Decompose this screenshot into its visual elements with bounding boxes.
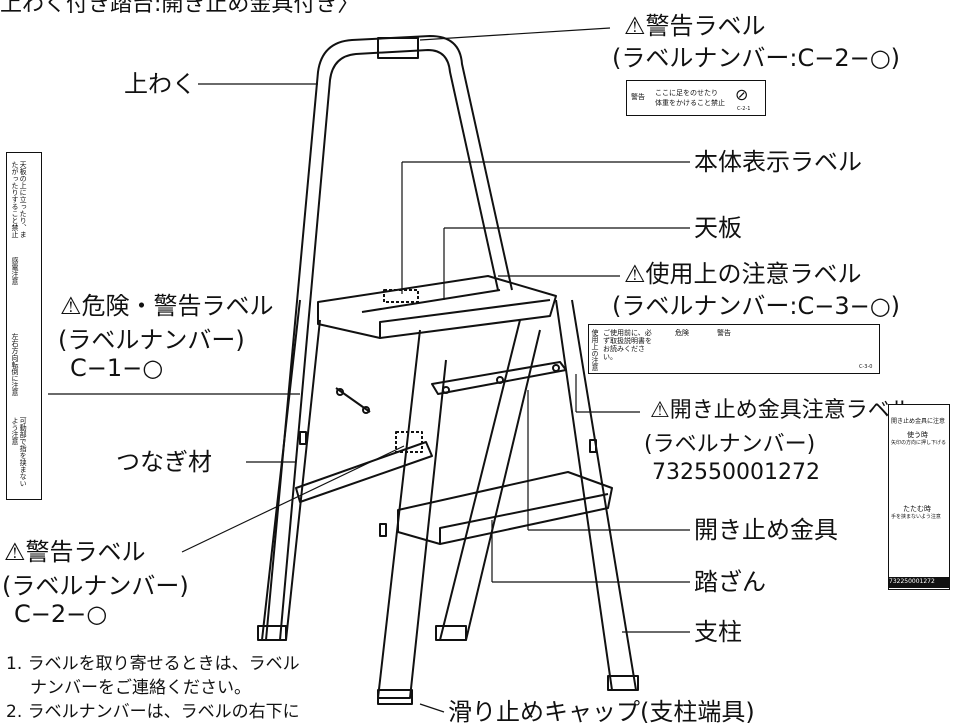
label-stopper-sample: 開き止め金具に注意 使う時 矢印の方向に押し下げる たたむ時 手を挟まないよう注… [888,404,950,590]
note-line-1: 1. ラベルを取り寄せるときは、ラベル [6,654,300,674]
label-stopper-close-text: 手を挟まないよう注意 [891,514,941,520]
callout-danger-warning-num2: C−1−○ [70,354,164,382]
callout-warning-bottom-num2: C−2−○ [14,600,108,628]
callout-foot-cap: 滑り止めキャップ(支柱端具) [448,698,755,726]
callout-warning-top-title: ⚠警告ラベル [624,12,766,40]
front-leg-right [377,329,447,699]
callout-danger-warning-num1: (ラベルナンバー) [58,326,245,354]
label-c2-line2: 体重をかけること禁止 [655,99,725,107]
top-grip [377,37,419,59]
label-c3-side: 使用上の注意 [591,329,600,371]
callout-warning-bottom-num1: (ラベルナンバー) [2,572,189,600]
prohibited-icon: ⊘ [735,85,749,104]
lower-step [397,471,613,545]
callout-stopper-caution-title: ⚠開き止め金具注意ラベル [650,398,912,423]
warning-triangle-icon: ⚠ [60,292,82,320]
label-c2-sign: 警告 [631,93,645,101]
label-c1-section-4: 可動部で指を挟まないよう注意 [11,417,28,487]
label-stopper-code: 732250001272 [889,577,949,588]
label-c3-warning: 警告 [717,329,731,337]
note-line-3: 2. ラベルナンバーは、ラベルの右下に [6,702,300,722]
label-stopper-open-text: 矢印の方向に押し下げる [891,440,947,446]
page-title: 上わく付き踏台:開き止め金具付き〉 [0,0,360,17]
callout-usage-caution-title: ⚠使用上の注意ラベル [624,260,862,288]
brace [295,441,433,503]
callout-usage-caution-number: (ラベルナンバー:C−3−○) [612,292,900,320]
top-frame [265,35,513,641]
label-c1-section-2: 感電注意 [11,257,20,285]
label-c3-sample: 使用上の注意 ご使用前に、必ず取扱説明書をお読みください。 危険 警告 C-3-… [588,324,880,374]
label-c3-danger: 危険 [675,329,689,337]
label-c1-section-1: 天板の上に立ったり、またがったりすること禁止 [11,161,28,238]
stopper-bar [431,361,567,395]
top-frame-inner [279,49,499,641]
callout-top-frame: 上わく [124,70,196,98]
top-plate [317,275,557,339]
label-c3-intro: ご使用前に、必ず取扱説明書をお読みください。 [603,329,652,362]
label-c3-code: C-3-0 [859,364,873,370]
callout-leg: 支柱 [694,618,742,646]
label-c2-line1: ここに足をのせたり [655,89,718,97]
note-line-2: ナンバーをご連絡ください。 [30,678,251,698]
callout-top-plate: 天板 [694,214,742,242]
warning-triangle-icon: ⚠ [624,260,646,288]
label-c1-section-3: 左右方向転倒に注意 [11,333,20,396]
callout-warning-bottom-title: ⚠警告ラベル [4,538,146,566]
callout-step: 踏ざん [694,568,766,596]
label-c1-sample: 天板の上に立ったり、またがったりすること禁止 感電注意 左右方向転倒に注意 可動… [6,152,42,500]
callout-stopper-caution-num2: 732550001272 [652,460,820,485]
warning-triangle-icon: ⚠ [650,398,670,423]
warning-triangle-icon: ⚠ [624,12,646,40]
callout-stopper-caution-num1: (ラベルナンバー) [644,432,816,457]
callout-stopper: 開き止め金具 [694,516,838,544]
callout-body-label: 本体表示ラベル [694,148,862,176]
callout-danger-warning-title: ⚠危険・警告ラベル [60,292,274,320]
warning-triangle-icon: ⚠ [4,538,26,566]
label-c2-sample: 警告 ここに足をのせたり 体重をかけること禁止 ⊘ C-2-1 [626,80,766,116]
callout-brace: つなぎ材 [116,448,212,476]
callout-warning-top-number: (ラベルナンバー:C−2−○) [612,44,900,72]
label-stopper-title: 開き止め金具に注意 [891,418,946,425]
label-stopper-open: 使う時 [907,431,928,439]
label-stopper-close: たたむ時 [903,505,931,513]
label-c2-code: C-2-1 [737,106,751,112]
